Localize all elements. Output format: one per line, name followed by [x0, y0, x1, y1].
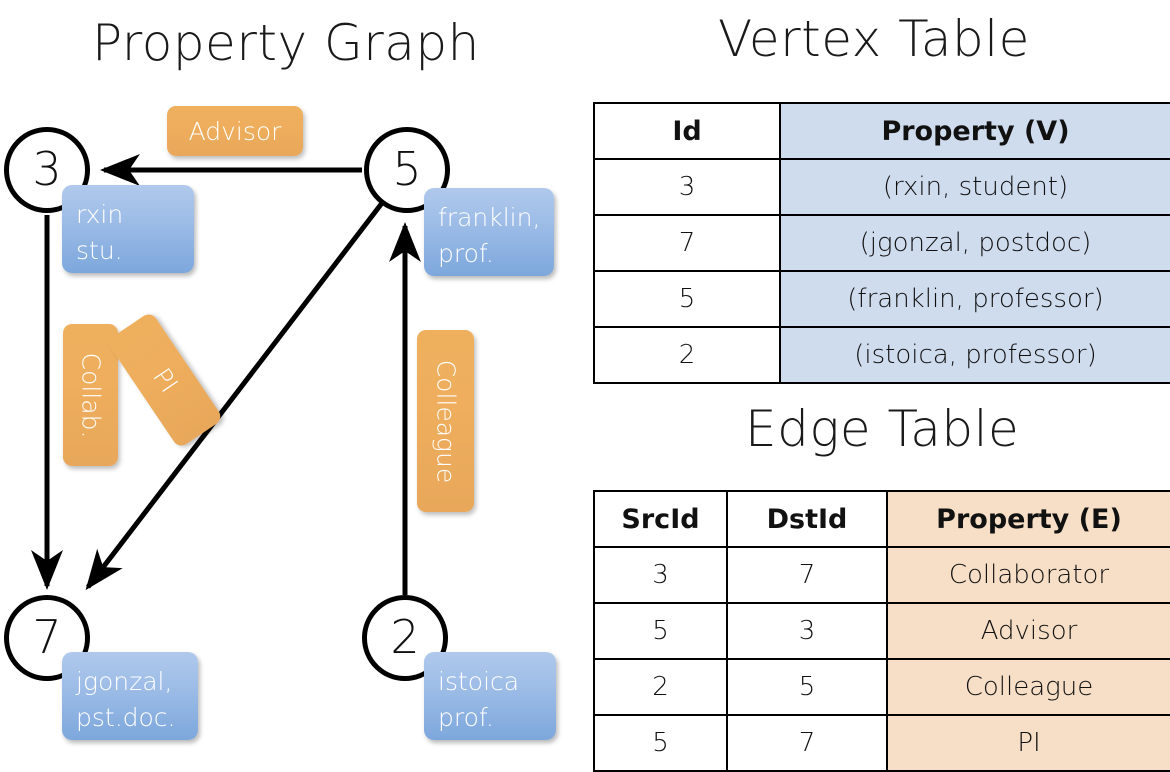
- table-row[interactable]: 5 3 Advisor: [593, 602, 1170, 660]
- edge-label-collab-text: Collab.: [76, 352, 105, 438]
- node-3-property-line-2: stu.: [76, 235, 123, 265]
- edge-5-to-7-pi: [85, 201, 384, 591]
- vertex-table-header-row: Id Property (V): [593, 102, 1170, 160]
- graph-edges-svg: [31, 154, 421, 595]
- edge-row-3-property: PI: [886, 714, 1170, 772]
- edge-row-3-dst: 7: [726, 714, 888, 772]
- graph-node-5[interactable]: 5: [364, 127, 450, 213]
- vertex-row-2-property: (franklin, professor): [779, 270, 1170, 328]
- table-row[interactable]: 5 (franklin, professor): [593, 270, 1170, 328]
- edge-table-header-srcid: SrcId: [593, 490, 728, 548]
- vertex-row-1-property: (jgonzal, postdoc): [779, 214, 1170, 272]
- table-row[interactable]: 3 7 Collaborator: [593, 546, 1170, 604]
- edge-row-0-dst: 7: [726, 546, 888, 604]
- edge-table-header-dstid: DstId: [726, 490, 888, 548]
- graph-node-2-label: 2: [390, 610, 420, 665]
- edge-row-0-src: 3: [593, 546, 728, 604]
- vertex-row-0-property: (rxin, student): [779, 158, 1170, 216]
- vertex-row-2-id: 5: [593, 270, 781, 328]
- page-title-vertex-table: Vertex Table: [718, 10, 1030, 68]
- edge-row-2-src: 2: [593, 658, 728, 716]
- edge-label-advisor-text: Advisor: [188, 116, 282, 146]
- edge-label-colleague-text: Colleague: [431, 359, 461, 483]
- vertex-row-3-property: (istoica, professor): [779, 326, 1170, 384]
- vertex-table: Id Property (V) 3 (rxin, student) 7 (jgo…: [593, 102, 1170, 384]
- edge-table-header-row: SrcId DstId Property (E): [593, 490, 1170, 548]
- node-7-property-line-1: jgonzal,: [76, 667, 173, 696]
- edge-row-2-dst: 5: [726, 658, 888, 716]
- node-7-property-line-2: pst.doc.: [76, 702, 176, 732]
- edge-label-colleague: Colleague: [417, 330, 474, 512]
- edge-label-collab: Collab.: [63, 324, 118, 466]
- graph-node-7-label: 7: [32, 610, 62, 665]
- node-2-property-box: istoica prof.: [424, 652, 556, 740]
- page-title-edge-table: Edge Table: [745, 400, 1020, 458]
- graph-node-2[interactable]: 2: [362, 595, 448, 681]
- edge-row-1-property: Advisor: [886, 602, 1170, 660]
- node-7-property-box: jgonzal, pst.doc.: [62, 652, 198, 740]
- table-row[interactable]: 3 (rxin, student): [593, 158, 1170, 216]
- edge-label-pi-text: PI: [146, 362, 184, 398]
- node-5-property-line-1: franklin,: [438, 203, 541, 232]
- edge-row-1-dst: 3: [726, 602, 888, 660]
- table-row[interactable]: 5 7 PI: [593, 714, 1170, 772]
- vertex-row-1-id: 7: [593, 214, 781, 272]
- table-row[interactable]: 2 (istoica, professor): [593, 326, 1170, 384]
- graph-node-3-label: 3: [32, 142, 62, 197]
- property-graph-diagram: 3 5 7 2 rxin stu. franklin, prof. jgonza…: [0, 0, 585, 760]
- edge-label-advisor: Advisor: [167, 106, 303, 156]
- node-2-property-line-2: prof.: [438, 702, 494, 732]
- vertex-row-3-id: 2: [593, 326, 781, 384]
- vertex-table-header-property: Property (V): [779, 102, 1170, 160]
- edge-row-2-property: Colleague: [886, 658, 1170, 716]
- node-3-property-line-1: rxin: [76, 200, 124, 229]
- node-2-property-line-1: istoica: [438, 667, 520, 696]
- edge-table-header-property: Property (E): [886, 490, 1170, 548]
- table-row[interactable]: 7 (jgonzal, postdoc): [593, 214, 1170, 272]
- edge-row-0-property: Collaborator: [886, 546, 1170, 604]
- node-5-property-line-2: prof.: [438, 238, 494, 268]
- edge-table: SrcId DstId Property (E) 3 7 Collaborato…: [593, 490, 1170, 772]
- table-row[interactable]: 2 5 Colleague: [593, 658, 1170, 716]
- vertex-table-header-id: Id: [593, 102, 781, 160]
- edge-row-1-src: 5: [593, 602, 728, 660]
- node-3-property-box: rxin stu.: [62, 185, 194, 273]
- edge-row-3-src: 5: [593, 714, 728, 772]
- graph-node-5-label: 5: [392, 142, 422, 197]
- page-title-property-graph: Property Graph: [92, 14, 480, 72]
- vertex-row-0-id: 3: [593, 158, 781, 216]
- node-5-property-box: franklin, prof.: [424, 188, 554, 276]
